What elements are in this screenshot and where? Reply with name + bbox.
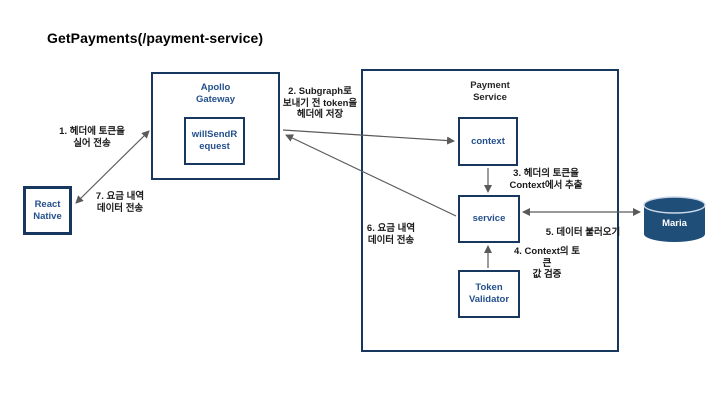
step-4-label: 4. Context의 토큰 값 검증 xyxy=(513,246,581,280)
database-cylinder-icon xyxy=(643,196,706,242)
node-token-validator-label: Token Validator xyxy=(468,282,510,305)
node-apollo-gateway-title: Apollo Gateway xyxy=(153,74,278,106)
node-context: context xyxy=(458,117,518,166)
node-apollo-gateway-label: Apollo Gateway xyxy=(195,82,236,105)
step-5-label: 5. 데이터 불러오기 xyxy=(545,227,621,238)
node-token-validator: Token Validator xyxy=(458,270,520,318)
node-payment-service-label: Payment Service xyxy=(470,80,510,103)
node-react-native-label: React Native xyxy=(33,198,62,222)
step-3-label: 3. 헤더의 토큰을 Context에서 추출 xyxy=(509,168,583,191)
node-service-label: service xyxy=(472,213,506,224)
node-will-send-request: willSendRequest xyxy=(184,117,245,165)
node-maria-db-label: Maria xyxy=(662,218,687,229)
step-1-label: 1. 헤더에 토큰을 실어 전송 xyxy=(59,126,125,149)
node-apollo-gateway: Apollo Gateway willSendRequest xyxy=(151,72,280,180)
node-will-send-request-label: willSendRequest xyxy=(191,129,238,152)
diagram-title: GetPayments(/payment-service) xyxy=(47,30,264,46)
node-react-native: React Native xyxy=(23,186,72,235)
step-2-label: 2. Subgraph로 보내기 전 token을 헤더에 저장 xyxy=(282,86,358,120)
step-7-label: 7. 요금 내역 데이터 전송 xyxy=(95,191,145,214)
node-maria-db: Maria xyxy=(643,196,706,243)
node-payment-service-title: Payment Service xyxy=(363,71,617,104)
step-6-label: 6. 요금 내역 데이터 전송 xyxy=(366,223,416,246)
node-service: service xyxy=(458,195,520,243)
node-context-label: context xyxy=(471,135,505,147)
